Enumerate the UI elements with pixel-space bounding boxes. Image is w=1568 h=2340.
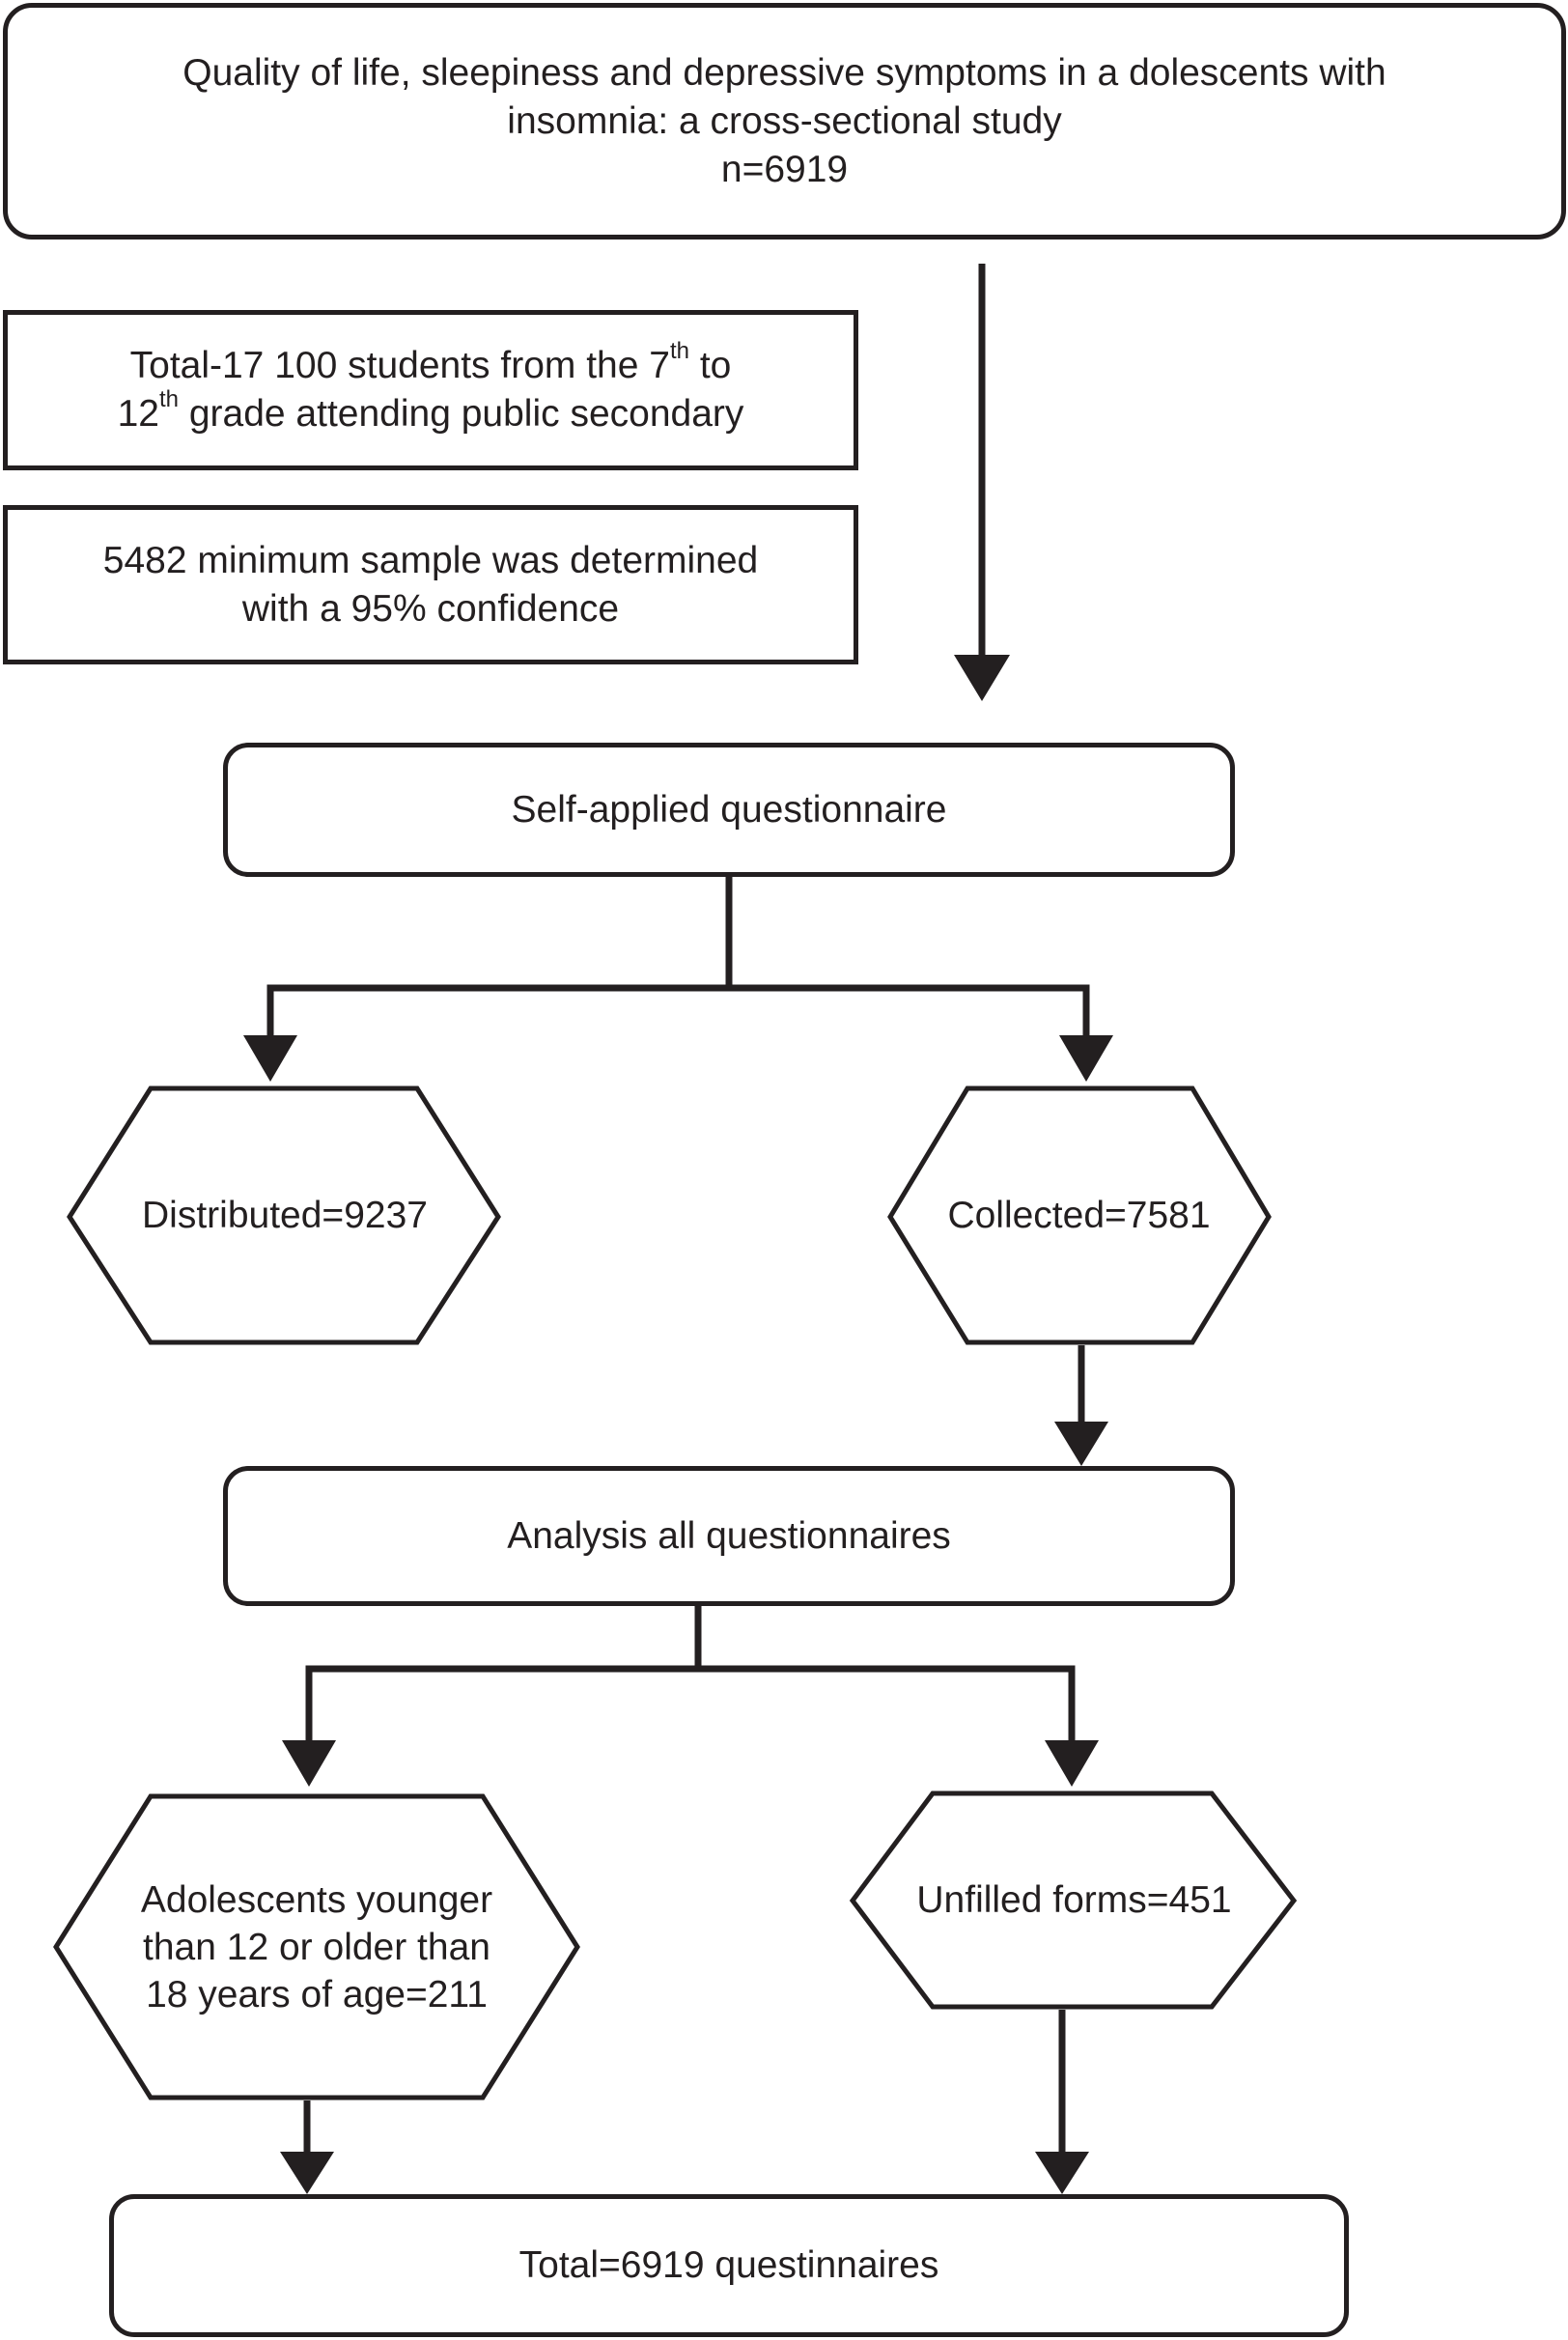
total-label: Total=6919 questinnaires <box>518 2244 939 2286</box>
unfilled-label-wrap: Unfilled forms=451 <box>874 1793 1274 2007</box>
analysis-box: Analysis all questionnaires <box>223 1466 1235 1606</box>
arrowhead-analysis <box>1054 1422 1108 1466</box>
questionnaire-box: Self-applied questionnaire <box>223 743 1235 877</box>
distributed-label: Distributed=9237 <box>142 1195 428 1236</box>
study-title-line1: Quality of life, sleepiness and depressi… <box>182 51 1386 94</box>
hexagon-collected <box>887 1085 1272 1345</box>
excluded-age-line3: 18 years of age=211 <box>146 1973 488 2016</box>
collected-label-wrap: Collected=7581 <box>912 1088 1246 1342</box>
population-line2: 12th grade attending public secondary <box>117 386 744 436</box>
minimum-sample-line1: 5482 minimum sample was determined <box>102 539 759 581</box>
connector-analysis-branch <box>305 1665 1076 1748</box>
arrowhead-total-left <box>280 2152 334 2194</box>
excluded-age-line1: Adolescents younger <box>140 1878 493 1921</box>
connector-questionnaire-branch <box>266 984 1090 1043</box>
unfilled-label: Unfilled forms=451 <box>916 1879 1232 1921</box>
excluded-age-line2: than 12 or older than <box>143 1926 490 1968</box>
arrowhead-unfilled <box>1045 1740 1099 1787</box>
hexagon-excluded-age <box>53 1793 580 2100</box>
arrowhead-questionnaire <box>954 655 1010 701</box>
population-line1: Total-17 100 students from the 7th to <box>129 338 732 387</box>
collected-label: Collected=7581 <box>947 1195 1211 1236</box>
analysis-label: Analysis all questionnaires <box>507 1514 951 1557</box>
study-title-line2: insomnia: a cross-sectional study <box>507 99 1062 142</box>
total-box: Total=6919 questinnaires <box>109 2194 1349 2337</box>
population-box: Total-17 100 students from the 7th to 12… <box>3 310 858 470</box>
minimum-sample-line2: with a 95% confidence <box>241 587 620 630</box>
arrowhead-collected <box>1059 1035 1113 1082</box>
distributed-label-wrap: Distributed=9237 <box>97 1088 473 1342</box>
arrowhead-total-right <box>1035 2152 1089 2194</box>
study-title-box: Quality of life, sleepiness and depressi… <box>3 3 1566 240</box>
study-sample-size: n=6919 <box>720 148 849 190</box>
minimum-sample-box: 5482 minimum sample was determined with … <box>3 505 858 664</box>
excluded-age-label-wrap: Adolescents younger than 12 or older tha… <box>97 1796 537 2098</box>
questionnaire-label: Self-applied questionnaire <box>511 788 947 831</box>
arrowhead-distributed <box>243 1035 297 1082</box>
arrowhead-excluded <box>282 1740 336 1787</box>
hexagon-distributed <box>67 1085 501 1345</box>
hexagon-unfilled <box>849 1790 1298 2010</box>
